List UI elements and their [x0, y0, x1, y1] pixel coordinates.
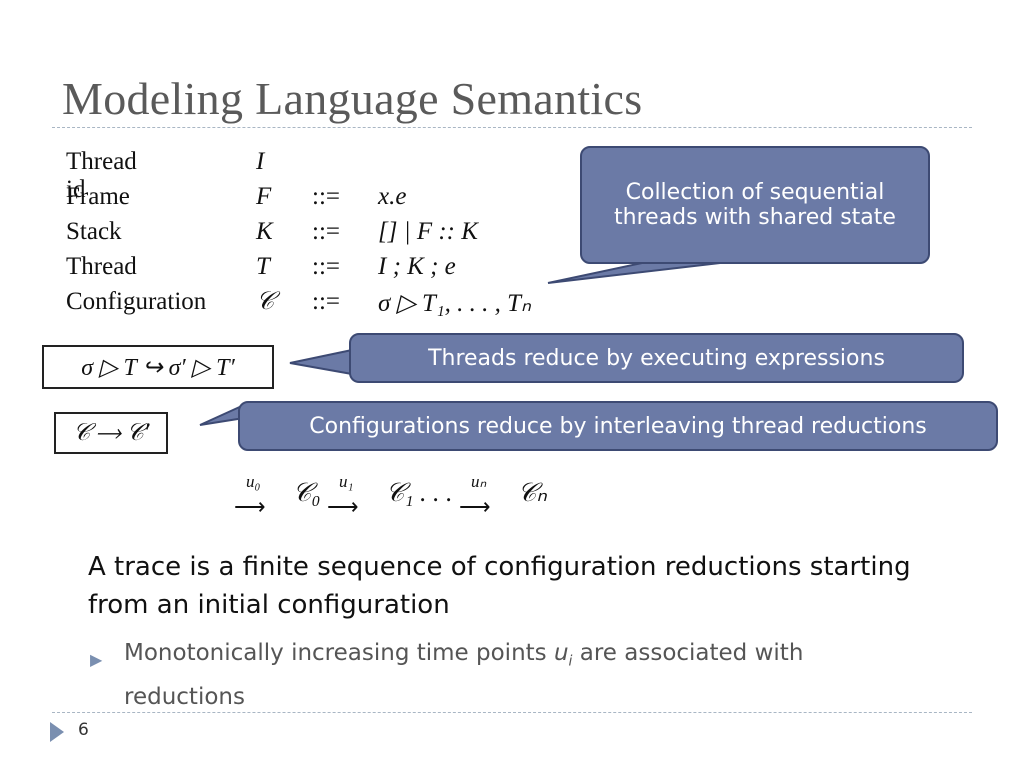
grammar-symbol: I	[256, 148, 265, 175]
arrow-label: uₙ	[471, 472, 487, 492]
grammar-definition: I ; K ; e	[378, 253, 456, 280]
bullet-variable: u	[553, 640, 569, 666]
trace-config: 𝒞ₙ	[517, 478, 547, 507]
grammar-name: Thread	[66, 253, 137, 280]
right-arrow-icon: ⟶	[327, 494, 359, 520]
labeled-arrow: u₀ ⟶	[234, 472, 286, 520]
arrow-label: u₁	[339, 472, 354, 492]
page-number: 6	[78, 720, 89, 740]
grammar-op: ::=	[312, 253, 340, 280]
trace-config: 𝒞₁ . . .	[385, 478, 453, 507]
bullet-subscript: i	[568, 653, 573, 670]
grammar-definition: σ ▷ T₁, . . . , Tₙ	[378, 290, 532, 317]
bullet-text: Monotonically increasing time points ui …	[124, 636, 850, 715]
grammar-name: Frame	[66, 183, 130, 210]
trace-formula: u₀ ⟶ 𝒞₀ u₁ ⟶ 𝒞₁ . . . uₙ ⟶ 𝒞ₙ	[234, 472, 547, 520]
grammar-op: ::=	[312, 218, 340, 245]
labeled-arrow: uₙ ⟶	[459, 472, 511, 520]
trace-config: 𝒞₀	[292, 478, 321, 507]
slide-title: Modeling Language Semantics	[62, 73, 643, 124]
grammar-op: ::=	[312, 183, 340, 210]
config-reduction-judgment: 𝒞 ⟶ 𝒞′	[54, 412, 168, 454]
grammar-name: Thread id	[66, 148, 137, 203]
trace-definition: A trace is a finite sequence of configur…	[88, 552, 911, 620]
grammar-definition: [] | F :: K	[378, 218, 478, 245]
grammar-symbol: 𝒞	[256, 288, 275, 315]
callout-collection: Collection of sequential threads with sh…	[580, 146, 930, 264]
grammar-symbol: F	[256, 183, 272, 210]
callout-tail-collection	[547, 262, 721, 284]
bullet-text-pre: Monotonically increasing time points	[124, 640, 554, 666]
callout-threads-reduce: Threads reduce by executing expressions	[349, 333, 964, 383]
grammar-symbol: T	[256, 253, 270, 280]
footer-triangle-icon	[50, 722, 64, 742]
grammar-definition: x.e	[378, 183, 407, 210]
right-arrow-icon: ⟶	[459, 494, 491, 520]
callout-tail-threads	[289, 348, 353, 376]
arrow-label: u₀	[246, 472, 261, 492]
footer-divider	[52, 712, 972, 713]
grammar-name: Configuration	[66, 288, 207, 315]
bullet-triangle-icon: ▶	[90, 650, 103, 669]
grammar-op: ::=	[312, 288, 340, 315]
title-divider	[52, 127, 972, 128]
thread-reduction-judgment: σ ▷ T ↪ σ′ ▷ T′	[42, 345, 274, 389]
bullet-text-post: are associated with reductions	[124, 640, 804, 710]
grammar-name: Stack	[66, 218, 122, 245]
labeled-arrow: u₁ ⟶	[327, 472, 379, 520]
grammar-symbol: K	[256, 218, 273, 245]
callout-configs-reduce: Configurations reduce by interleaving th…	[238, 401, 998, 451]
right-arrow-icon: ⟶	[234, 494, 266, 520]
